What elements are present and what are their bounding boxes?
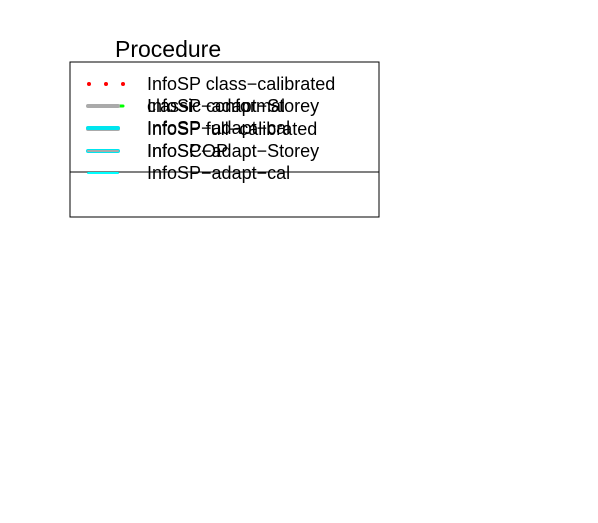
legend-entry-label: InfoSP full−calibrated [147, 119, 317, 139]
legend-entry-label: InfoSP−adapt−cal [147, 163, 290, 183]
legend-key-dot [87, 82, 91, 86]
legend-box-front [69, 61, 380, 173]
legend-entry-label: InfoSCOP [147, 141, 228, 161]
legend-entry-label: InfoSP class−calibrated [147, 74, 335, 94]
legend-entry-label: InfoSP−adapt−Storey [147, 96, 319, 116]
legend-entry-label: InfoSP−adapt−Storey [147, 141, 319, 161]
legend-entry-label: classic conformal [147, 96, 285, 116]
legend-title: Procedure [115, 36, 221, 62]
legend-key-dot [121, 82, 125, 86]
legend-entry-label: InfoSP−adapt−cal [147, 118, 290, 138]
legend-key-dot [104, 82, 108, 86]
